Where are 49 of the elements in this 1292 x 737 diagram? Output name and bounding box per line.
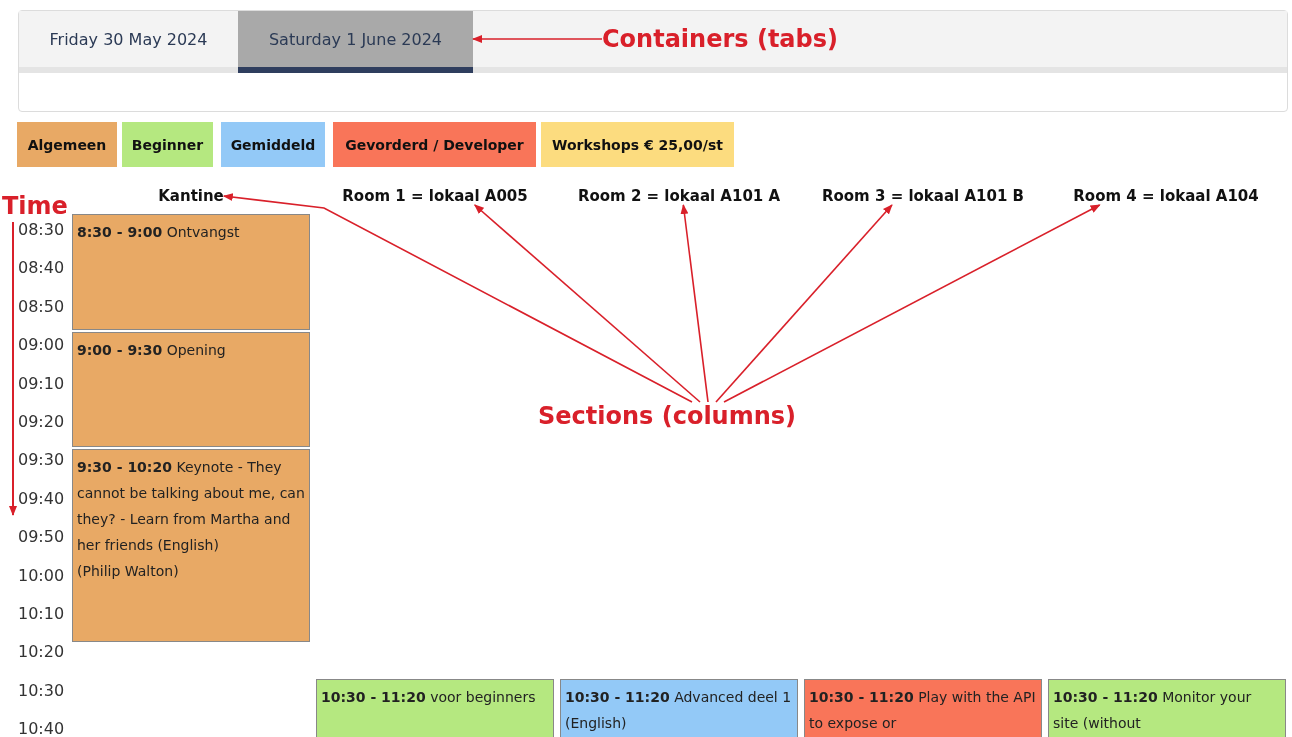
session-text: 10:30 - 11:20 Play with the API to expose or <box>809 688 1037 733</box>
time-label: 09:50 <box>18 527 66 547</box>
column-heading: Kantine <box>158 187 224 205</box>
session-card <box>72 449 310 642</box>
session-card <box>72 214 310 330</box>
arrow <box>680 204 709 403</box>
category-tag: Gevorderd / Developer <box>333 122 536 167</box>
session-card <box>560 679 798 737</box>
session-card <box>316 679 554 737</box>
column-heading: Room 1 = lokaal A005 <box>342 187 528 205</box>
category-tag: Workshops € 25,00/st <box>541 122 734 167</box>
time-label: 10:10 <box>18 604 66 623</box>
session-text: 10:30 - 11:20 Monitor your site (without <box>1053 688 1253 733</box>
session-text: 10:30 - 11:20 Advanced deel 1 (English) <box>565 688 793 733</box>
arrow <box>715 204 893 403</box>
session-card <box>72 332 310 447</box>
session-text: 8:30 - 9:00 Ontvangst <box>77 223 241 242</box>
column-heading: Room 2 = lokaal A101 A <box>577 187 781 205</box>
time-label: 09:30 <box>18 450 66 470</box>
time-label: 10:40 <box>18 719 66 737</box>
session-card <box>804 679 1042 737</box>
time-label: 09:10 <box>18 373 66 393</box>
date-tab: Saturday 1 June 2024 <box>238 11 473 73</box>
time-label: 10:20 <box>18 642 66 662</box>
time-label: 10:30 <box>18 680 66 700</box>
time-label: 09:00 <box>18 335 66 355</box>
arrow <box>222 193 693 403</box>
category-tag: Algemeen <box>17 122 117 167</box>
session-text: 10:30 - 11:20 voor beginners <box>321 688 537 707</box>
time-label: 10:00 <box>18 565 66 585</box>
time-label: 08:40 <box>18 258 66 278</box>
session-text: (Philip Walton) <box>77 562 180 581</box>
time-label: 08:50 <box>18 296 66 316</box>
session-text: 9:30 - 10:20 Keynote - They cannot be talking about me, can they? - Learn from Martha and her friends (English) <box>77 458 305 555</box>
annotation-label: Sections (columns) <box>538 402 797 430</box>
arrow <box>473 204 701 403</box>
time-label: 09:40 <box>18 488 66 508</box>
axis-title: Time <box>2 192 68 220</box>
session-card <box>1048 679 1286 737</box>
column-heading: Room 4 = lokaal A104 <box>1073 187 1259 205</box>
annotation-label: Containers (tabs) <box>602 25 838 53</box>
arrow <box>723 204 1101 403</box>
time-label: 09:20 <box>18 412 66 431</box>
session-text: 9:00 - 9:30 Opening <box>77 341 227 360</box>
category-tag: Beginner <box>122 122 213 167</box>
time-label: 08:30 <box>18 220 66 239</box>
arrow <box>472 35 603 43</box>
column-heading: Room 3 = lokaal A101 B <box>821 187 1025 205</box>
category-tag: Gemiddeld <box>221 122 325 167</box>
